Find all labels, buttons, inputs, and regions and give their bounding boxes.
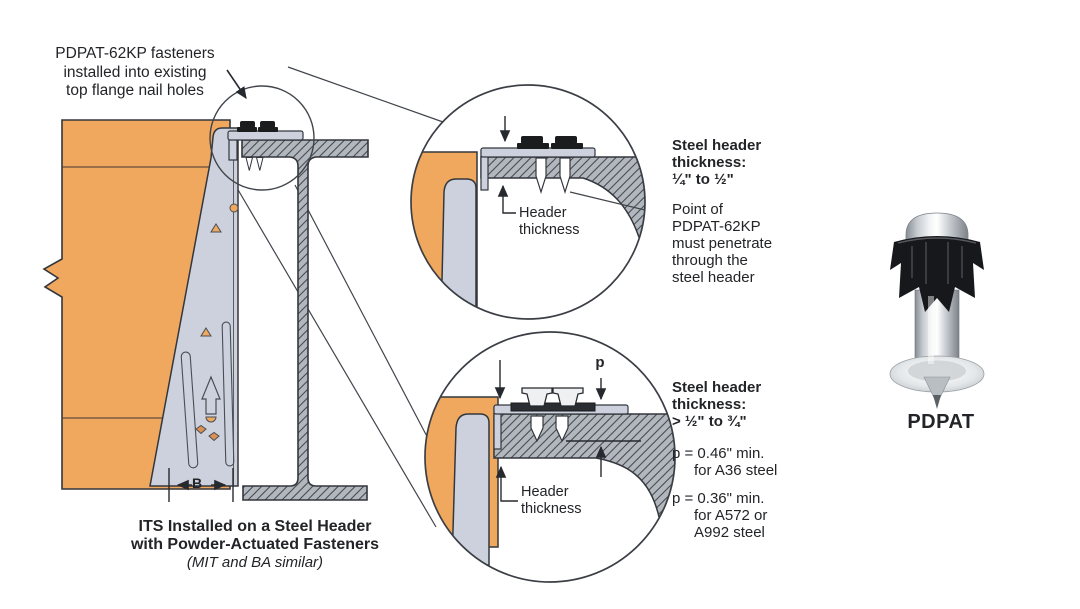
caption-line: ITS Installed on a Steel Header [138, 518, 372, 535]
callout-line: PDPAT-62KP fasteners [55, 45, 215, 62]
hanger-top-flange [227, 121, 304, 171]
dimension-b-label: B [191, 475, 203, 491]
product-label: PDPAT [907, 411, 975, 433]
fastener-tip [933, 395, 941, 409]
fastener-collar [890, 236, 984, 312]
callout-arrow [226, 69, 247, 99]
overview-diagram [42, 69, 369, 502]
fastener-callout-note: PDPAT-62KP fasteners installed into exis… [36, 45, 234, 101]
header-thickness-dimension [494, 360, 518, 502]
header-thickness-label-bottom: Header thickness [521, 484, 582, 517]
dimension-b [168, 468, 234, 502]
fastener-heads [237, 121, 278, 132]
callout-line: top flange nail holes [66, 82, 204, 99]
caption-line: with Powder-Actuated Fasteners [130, 536, 380, 553]
penetration-spec-a36: p = 0.46" min. for A36 steel [672, 445, 778, 479]
hanger-side [451, 413, 490, 566]
positive-angle-nail-tab [201, 375, 221, 415]
header-thickness-label-top: Header thickness [519, 205, 580, 238]
steel-thickness-spec-bottom: Steel header thickness: > ½" to ¾" [672, 379, 762, 430]
callout-line: installed into existing [63, 63, 207, 81]
steel-header-beam [241, 139, 369, 501]
detail-leader-lines [236, 66, 444, 528]
fastener-heads [517, 136, 583, 149]
fastener-points-through [535, 157, 571, 195]
point-note-leader [569, 191, 645, 211]
fastener-heads [521, 387, 584, 407]
dimension-p-label: p [595, 354, 605, 371]
detail-top-circle [410, 84, 646, 320]
penetration-note: Point of PDPAT-62KP must penetrate throu… [672, 201, 773, 286]
penetration-spec-a572: p = 0.36" min. for A572 or A992 steel [672, 490, 768, 541]
magnifier-circle [209, 85, 315, 191]
fastener-points-embedded [530, 415, 569, 443]
pdpat-photo [889, 212, 985, 409]
caption-note: (MIT and BA similar) [186, 554, 324, 571]
fastener-points [245, 157, 264, 171]
its-hanger [149, 127, 239, 487]
figure-caption: ITS Installed on a Steel Header with Pow… [105, 518, 405, 572]
p-dimension [566, 378, 641, 477]
header-thickness-dimension [497, 116, 516, 214]
detail-bottom-circle [424, 331, 676, 583]
steel-thickness-spec-top: Steel header thickness: ¼" to ½" [672, 137, 762, 188]
